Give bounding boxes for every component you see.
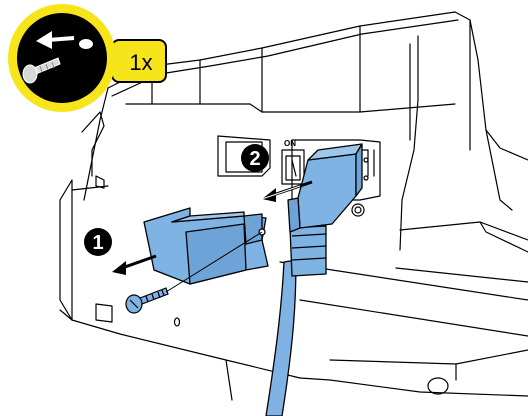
screw-removal-icon [8, 4, 116, 112]
quantity-badge: 1x [112, 40, 166, 82]
quantity-label: 1x [129, 50, 152, 75]
step-1-number: 1 [92, 232, 103, 254]
step-1-badge: 1 [84, 228, 112, 256]
step-2-badge: 2 [241, 144, 269, 172]
arrow-step-1 [112, 256, 156, 275]
switch-on-label: ON [284, 139, 296, 148]
power-cable [266, 144, 362, 416]
bracket [144, 208, 268, 284]
step-2-number: 2 [249, 148, 260, 170]
screw [126, 288, 168, 313]
